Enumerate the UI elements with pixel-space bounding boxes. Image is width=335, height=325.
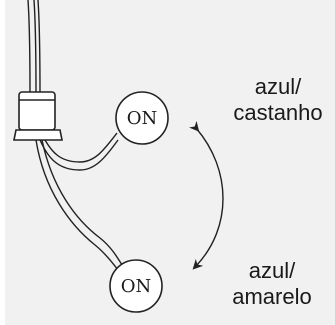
connector-bottom-marking: ON (121, 276, 152, 297)
label-top-line1: azul/ (254, 74, 302, 99)
swap-arrow (188, 120, 224, 270)
label-top-line2: castanho (233, 100, 323, 125)
cable-bundle (27, 0, 41, 96)
wire-to-top-connector (39, 132, 119, 171)
connector-bottom: ON (109, 259, 163, 313)
label-top-wire-colors: azul/ castanho (228, 74, 328, 126)
label-bottom-line1: azul/ (248, 258, 296, 283)
diagram-background (5, 0, 335, 325)
connector-top: ON (115, 91, 169, 145)
label-bottom-wire-colors: azul/ amarelo (222, 258, 322, 310)
label-bottom-line2: amarelo (232, 284, 312, 309)
wire-to-bottom-connector (35, 139, 123, 271)
sensor-housing (13, 91, 63, 141)
connector-top-marking: ON (127, 108, 158, 129)
